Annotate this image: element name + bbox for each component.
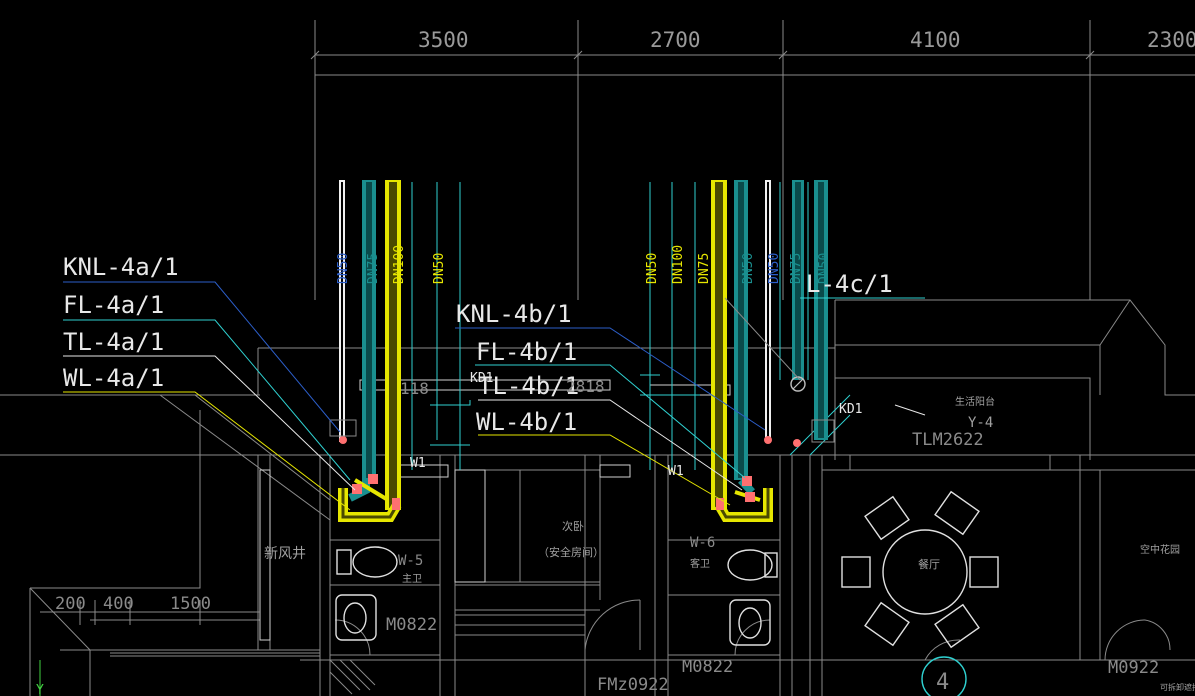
window-tag-a: 118 xyxy=(400,379,429,398)
balcony-label: 生活阳台 xyxy=(955,395,995,408)
kd1-label-a: KD1 xyxy=(470,371,493,386)
top-dimension-texts: 3500 2700 4100 2300 xyxy=(418,28,1195,52)
dim-2700: 2700 xyxy=(650,28,701,52)
pipe-size-a-3: DN100 xyxy=(392,245,407,284)
pipe-fittings xyxy=(339,436,801,510)
pipe-size-a-2: DN75 xyxy=(366,253,381,284)
bottom-dimension-texts: 200 400 1500 xyxy=(55,594,211,614)
room-garden: 空中花园 xyxy=(1140,543,1180,556)
stair-hatch xyxy=(110,614,585,695)
y4-label: Y-4 xyxy=(968,415,993,431)
m0822-a-label: M0822 xyxy=(386,615,437,635)
dim-4100: 4100 xyxy=(910,28,961,52)
dining-table xyxy=(841,490,999,649)
pipe-size-b-3: DN75 xyxy=(697,253,712,284)
pipe-size-a-4: DN50 xyxy=(432,253,447,284)
pipe-size-c-2: DN75 xyxy=(789,253,804,284)
small-labels: KD1 KD1 W1 W1 xyxy=(410,371,862,479)
room-zhuwei: 主卫 xyxy=(402,573,422,585)
m0822-b-label: M0822 xyxy=(682,657,733,677)
room-shaft: 新风井 xyxy=(264,546,306,562)
w1-label-a: W1 xyxy=(410,456,426,471)
dim-3500: 3500 xyxy=(418,28,469,52)
room-dining: 餐厅 xyxy=(918,557,940,571)
tlm-label: TLM2622 xyxy=(912,430,984,450)
dim-2300: 2300 xyxy=(1147,28,1195,52)
corner-note: 可拆卸遮挡 xyxy=(1160,682,1195,692)
axis-bubble xyxy=(921,656,967,696)
kd1-label-b: KD1 xyxy=(839,402,862,417)
floor-drains xyxy=(329,376,835,443)
pipe-size-b-4: DN50 xyxy=(741,253,756,284)
dim-1500: 1500 xyxy=(170,594,211,614)
wall-outlines xyxy=(0,299,1195,696)
pipe-size-labels-c: DN50 DN75 DN50 xyxy=(767,253,832,284)
riser-tl-4b: TL-4b/1 xyxy=(478,372,579,400)
riser-wl-4a: WL-4a/1 xyxy=(63,364,164,392)
w5-label: W-5 xyxy=(398,553,423,569)
sanitary-fixtures xyxy=(335,546,778,646)
riser-fl-4a: FL-4a/1 xyxy=(63,291,164,319)
top-dimension-lines xyxy=(310,20,1195,300)
w1-label-b: W1 xyxy=(668,464,684,479)
yellow-pipes xyxy=(338,180,773,522)
pipe-size-c-1: DN50 xyxy=(767,253,782,284)
room-names: 主卫 客卫 新风井 次卧 （安全房间） 餐厅 空中花园 可拆卸遮挡 xyxy=(264,519,1195,692)
window-tags: 118 2818 xyxy=(400,377,605,398)
w6-label: W-6 xyxy=(690,535,715,551)
cyan-thin-pipes xyxy=(411,182,851,470)
riser-fl-4b: FL-4b/1 xyxy=(476,338,577,366)
riser-tl-4a: TL-4a/1 xyxy=(63,328,164,356)
riser-labels-b: KNL-4b/1 FL-4b/1 TL-4b/1 WL-4b/1 xyxy=(456,300,579,436)
pipe-size-labels-a: DN50 DN75 DN100 DN50 xyxy=(336,245,447,284)
teal-pipes xyxy=(348,180,828,502)
room-bedroom-sub: （安全房间） xyxy=(538,545,604,559)
pipe-size-b-2: DN100 xyxy=(671,245,686,284)
riser-labels-a: KNL-4a/1 FL-4a/1 TL-4a/1 WL-4a/1 xyxy=(63,253,179,392)
axis-number: 4 xyxy=(936,670,949,695)
m0922-label: M0922 xyxy=(1108,658,1159,678)
room-bedroom: 次卧 xyxy=(562,519,584,533)
pipe-size-b-1: DN50 xyxy=(645,253,660,284)
pipe-size-a-1: DN50 xyxy=(336,253,351,284)
white-pipes xyxy=(339,180,771,442)
leader-lines xyxy=(63,281,926,511)
room-codes: W-5 W-6 M0822 M0822 FMz0922 M0922 xyxy=(386,535,1159,695)
dim-400: 400 xyxy=(103,594,134,614)
riser-wl-4b: WL-4b/1 xyxy=(476,408,577,436)
window-tag-b: 2818 xyxy=(566,377,605,396)
riser-knl-4b: KNL-4b/1 xyxy=(456,300,572,328)
pipe-size-c-3: DN50 xyxy=(817,253,832,284)
bottom-dimension-lines xyxy=(40,600,260,625)
pipe-size-labels-b: DN50 DN100 DN75 DN50 xyxy=(645,245,756,284)
riser-l-4c: L-4c/1 xyxy=(806,270,893,298)
dim-200: 200 xyxy=(55,594,86,614)
fm-label: FMz0922 xyxy=(597,675,669,695)
riser-knl-4a: KNL-4a/1 xyxy=(63,253,179,281)
room-kewei: 客卫 xyxy=(690,557,710,570)
